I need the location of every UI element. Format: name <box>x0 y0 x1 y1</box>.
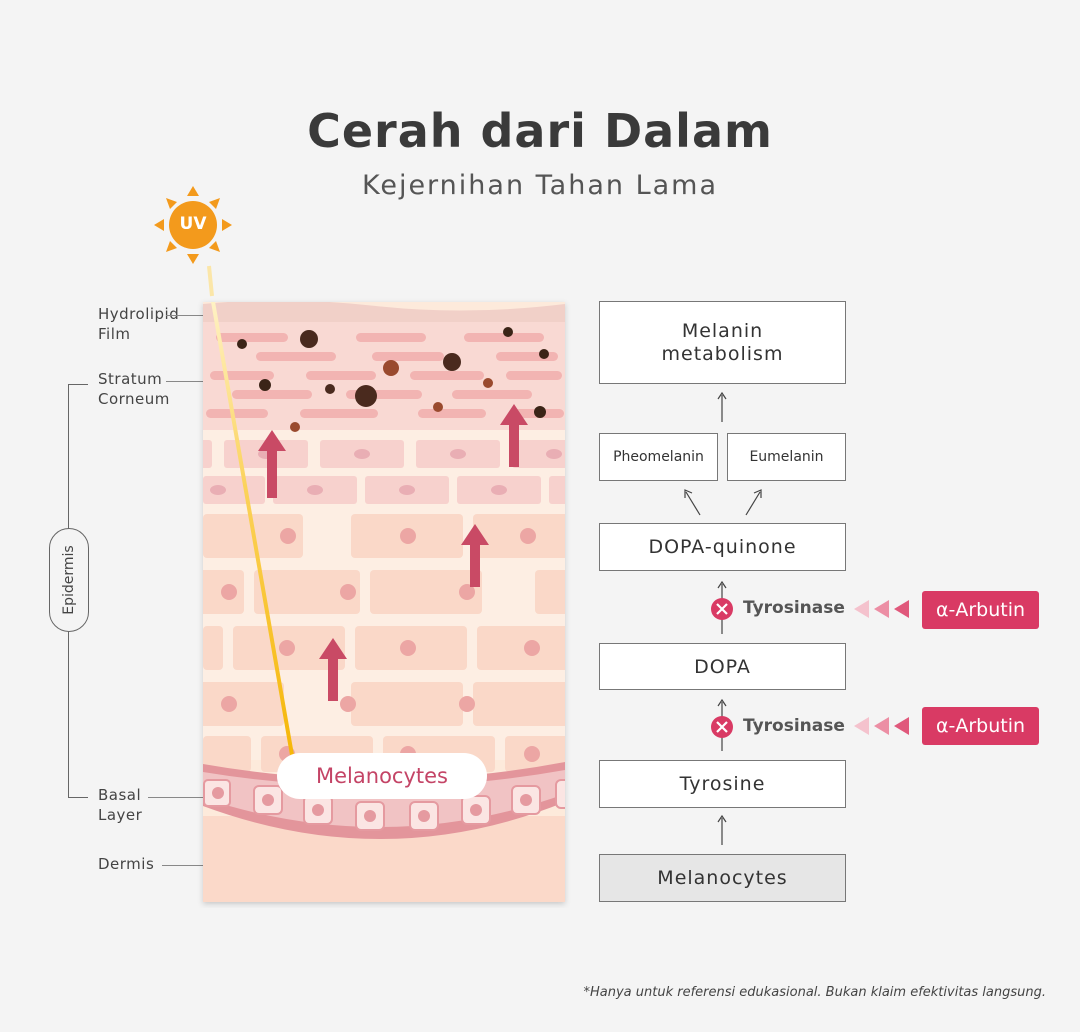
pheomelanin-box: Pheomelanin <box>599 433 718 481</box>
melanocytes-pathway-box: Melanocytes <box>599 854 846 902</box>
melanin-metabolism-box: Melanin metabolism <box>599 301 846 384</box>
melanin-metabolism-line1: Melanin <box>682 320 763 343</box>
footnote: *Hanya untuk referensi edukasional. Buka… <box>584 985 1047 1000</box>
inhibit-x-icon-1 <box>711 598 733 620</box>
uv-ray-above-skin <box>209 266 212 296</box>
alpha-arbutin-badge-2: α-Arbutin <box>922 707 1039 745</box>
inhibition-triangles-2 <box>854 717 909 735</box>
tyrosine-box: Tyrosine <box>599 760 846 808</box>
dopa-box: DOPA <box>599 643 846 690</box>
eumelanin-box: Eumelanin <box>727 433 846 481</box>
alpha-arbutin-badge-1: α-Arbutin <box>922 591 1039 629</box>
dopa-quinone-box: DOPA-quinone <box>599 523 846 571</box>
inhibit-x-icon-2 <box>711 716 733 738</box>
tyrosinase-label-1: Tyrosinase <box>743 598 845 618</box>
inhibition-triangles-1 <box>854 600 909 618</box>
melanocytes-skin-label: Melanocytes <box>277 753 487 799</box>
tyrosinase-label-2: Tyrosinase <box>743 716 845 736</box>
uv-label: UV <box>165 214 221 234</box>
melanin-metabolism-line2: metabolism <box>662 343 784 366</box>
